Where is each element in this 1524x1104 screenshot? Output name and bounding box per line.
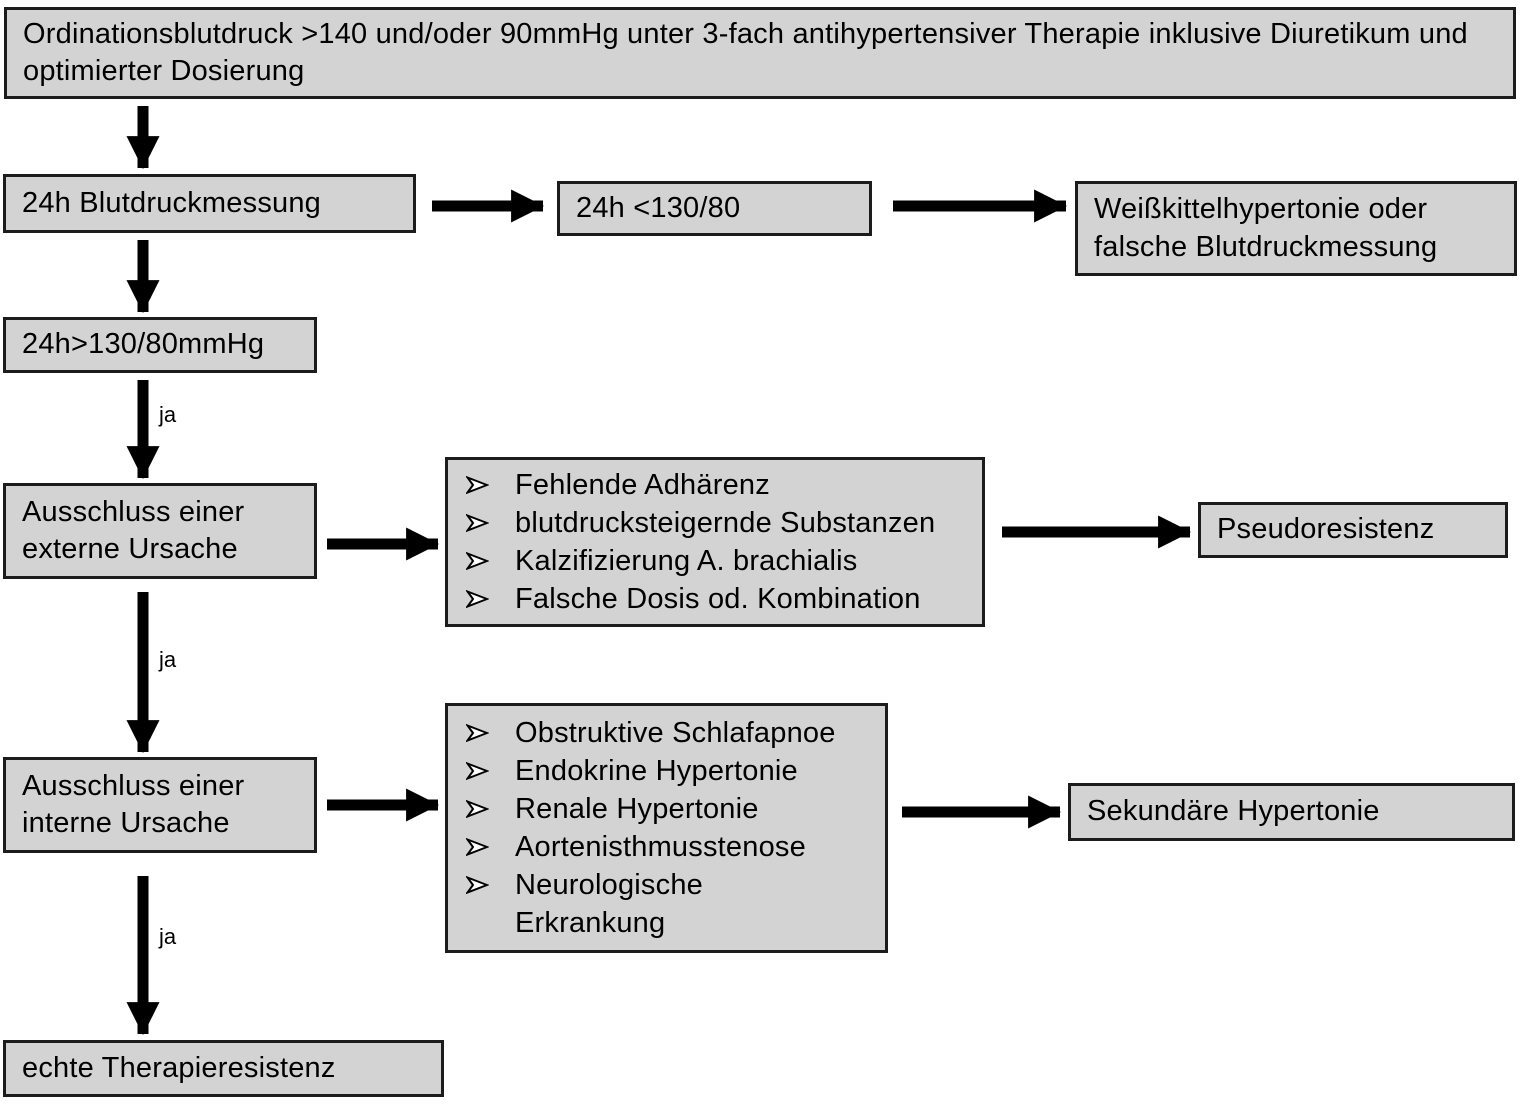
- node-pseudoresistance: Pseudoresistenz: [1198, 502, 1508, 558]
- list-item-text: blutdrucksteigernde Substanzen: [515, 507, 936, 539]
- list-item: Fehlende Adhärenz: [466, 466, 770, 504]
- node-abpm-normal: 24h <130/80: [557, 181, 872, 236]
- node-exclude-internal: Ausschluss einer interne Ursache: [3, 757, 317, 853]
- arrowhead-bullet-icon: [466, 876, 489, 894]
- node-internal-causes-list: Obstruktive Schlafapnoe Endokrine Hypert…: [445, 703, 888, 953]
- node-exclude-external-label: Ausschluss einer externe Ursache: [22, 495, 245, 565]
- node-white-coat-label: Weißkittelhypertonie oder falsche Blutdr…: [1094, 193, 1438, 263]
- list-item: Renale Hypertonie: [466, 790, 759, 828]
- list-item-text: Fehlende Adhärenz: [515, 469, 770, 501]
- node-criteria-label: Ordinationsblutdruck >140 und/oder 90mmH…: [23, 17, 1468, 87]
- node-true-resistance: echte Therapieresistenz: [3, 1040, 444, 1097]
- list-item: blutdrucksteigernde Substanzen: [466, 504, 935, 542]
- arrowhead-bullet-icon: [466, 552, 489, 570]
- list-item: Neurologische Erkrankung: [466, 866, 815, 942]
- list-item: Endokrine Hypertonie: [466, 752, 798, 790]
- node-abpm-high: 24h>130/80mmHg: [3, 317, 317, 373]
- edge-label-ja-2: ja: [159, 647, 177, 672]
- list-item: Falsche Dosis od. Kombination: [466, 580, 921, 618]
- arrowhead-bullet-icon: [466, 590, 489, 608]
- node-true-resistance-label: echte Therapieresistenz: [22, 1051, 336, 1084]
- node-abpm: 24h Blutdruckmessung: [3, 174, 416, 233]
- edge-label-ja-1: ja: [159, 402, 177, 427]
- edge-label-ja-3: ja: [159, 924, 177, 949]
- node-abpm-normal-label: 24h <130/80: [576, 191, 741, 224]
- node-pseudoresistance-label: Pseudoresistenz: [1217, 513, 1435, 546]
- arrowhead-bullet-icon: [466, 838, 489, 856]
- list-item-text: Aortenisthmusstenose: [515, 831, 806, 863]
- list-item-text: Kalzifizierung A. brachialis: [515, 545, 858, 577]
- arrowhead-bullet-icon: [466, 762, 489, 780]
- list-item: Obstruktive Schlafapnoe: [466, 714, 836, 752]
- list-item-text: Obstruktive Schlafapnoe: [515, 717, 836, 749]
- arrowhead-bullet-icon: [466, 476, 489, 494]
- list-item-text: Neurologische Erkrankung: [515, 869, 703, 939]
- node-external-causes-list: Fehlende Adhärenz blutdrucksteigernde Su…: [445, 457, 985, 627]
- list-item-text: Endokrine Hypertonie: [515, 755, 798, 787]
- list-item: Aortenisthmusstenose: [466, 828, 806, 866]
- node-white-coat: Weißkittelhypertonie oder falsche Blutdr…: [1075, 181, 1517, 276]
- node-secondary-hypertension-label: Sekundäre Hypertonie: [1087, 795, 1380, 828]
- arrowhead-bullet-icon: [466, 514, 489, 532]
- node-secondary-hypertension: Sekundäre Hypertonie: [1068, 783, 1515, 841]
- node-abpm-label: 24h Blutdruckmessung: [22, 186, 321, 219]
- arrowhead-bullet-icon: [466, 800, 489, 818]
- node-exclude-external: Ausschluss einer externe Ursache: [3, 483, 317, 579]
- list-item: Kalzifizierung A. brachialis: [466, 542, 857, 580]
- arrowhead-bullet-icon: [466, 724, 489, 742]
- node-exclude-internal-label: Ausschluss einer interne Ursache: [22, 769, 245, 839]
- list-item-text: Falsche Dosis od. Kombination: [515, 583, 921, 615]
- node-criteria: Ordinationsblutdruck >140 und/oder 90mmH…: [4, 7, 1516, 99]
- node-abpm-high-label: 24h>130/80mmHg: [22, 328, 265, 361]
- list-item-text: Renale Hypertonie: [515, 793, 759, 825]
